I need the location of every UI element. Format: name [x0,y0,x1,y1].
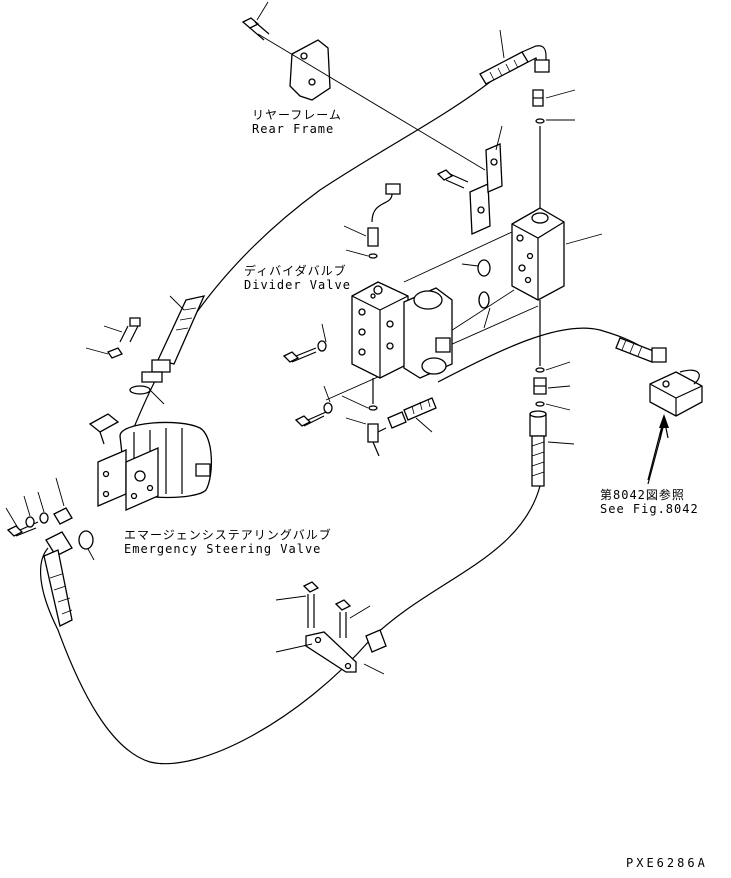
divider-bolt-upper [282,323,327,363]
emergency-steering-valve [97,421,213,511]
o-ring [477,259,491,277]
lower-right-fittings [529,361,575,487]
see-fig-jp: 第8042図参照 [600,488,685,502]
top-bolt [241,1,270,41]
top-hose [119,29,550,461]
divider-valve-jp: ディバイダバルブ [244,264,347,278]
fitting-top-right [532,89,576,210]
see-fig-label: 第8042図参照 See Fig.8042 [600,488,699,516]
drawing-id: PXE6286A [626,856,708,870]
rear-frame-plate [289,39,331,101]
hose-clamp [275,581,385,675]
left-hose-fitting [141,295,206,383]
rear-frame-jp: リヤーフレーム [252,108,342,122]
manifold-block [511,207,603,366]
see-fig-en: See Fig.8042 [600,502,699,516]
o-ring [478,291,490,309]
divider-bolt-lower [294,385,333,427]
rear-frame-label: リヤーフレーム Rear Frame [252,108,342,136]
emergency-valve-jp: エマージェンシステアリングバルブ [124,528,332,542]
divider-valve-label: ディバイダバルブ Divider Valve [244,264,351,292]
lower-hose [39,485,541,765]
small-bolts-left [85,317,141,359]
lower-flange-parts [5,477,95,561]
divider-side-fitting [387,397,437,433]
sensor-connector [343,183,401,259]
split-flange-upper [88,413,120,445]
rear-frame-mount-line [257,33,486,171]
emergency-valve-en: Emergency Steering Valve [124,542,322,556]
rear-frame-en: Rear Frame [252,122,335,136]
valve-bracket [436,125,503,235]
lower-divider-fitting [341,378,387,457]
hose-to-fig-8042 [437,327,703,485]
o-ring-left [129,385,165,405]
divider-valve [351,281,453,379]
divider-valve-en: Divider Valve [244,278,351,292]
emergency-valve-label: エマージェンシステアリングバルブ Emergency Steering Valv… [124,528,332,556]
